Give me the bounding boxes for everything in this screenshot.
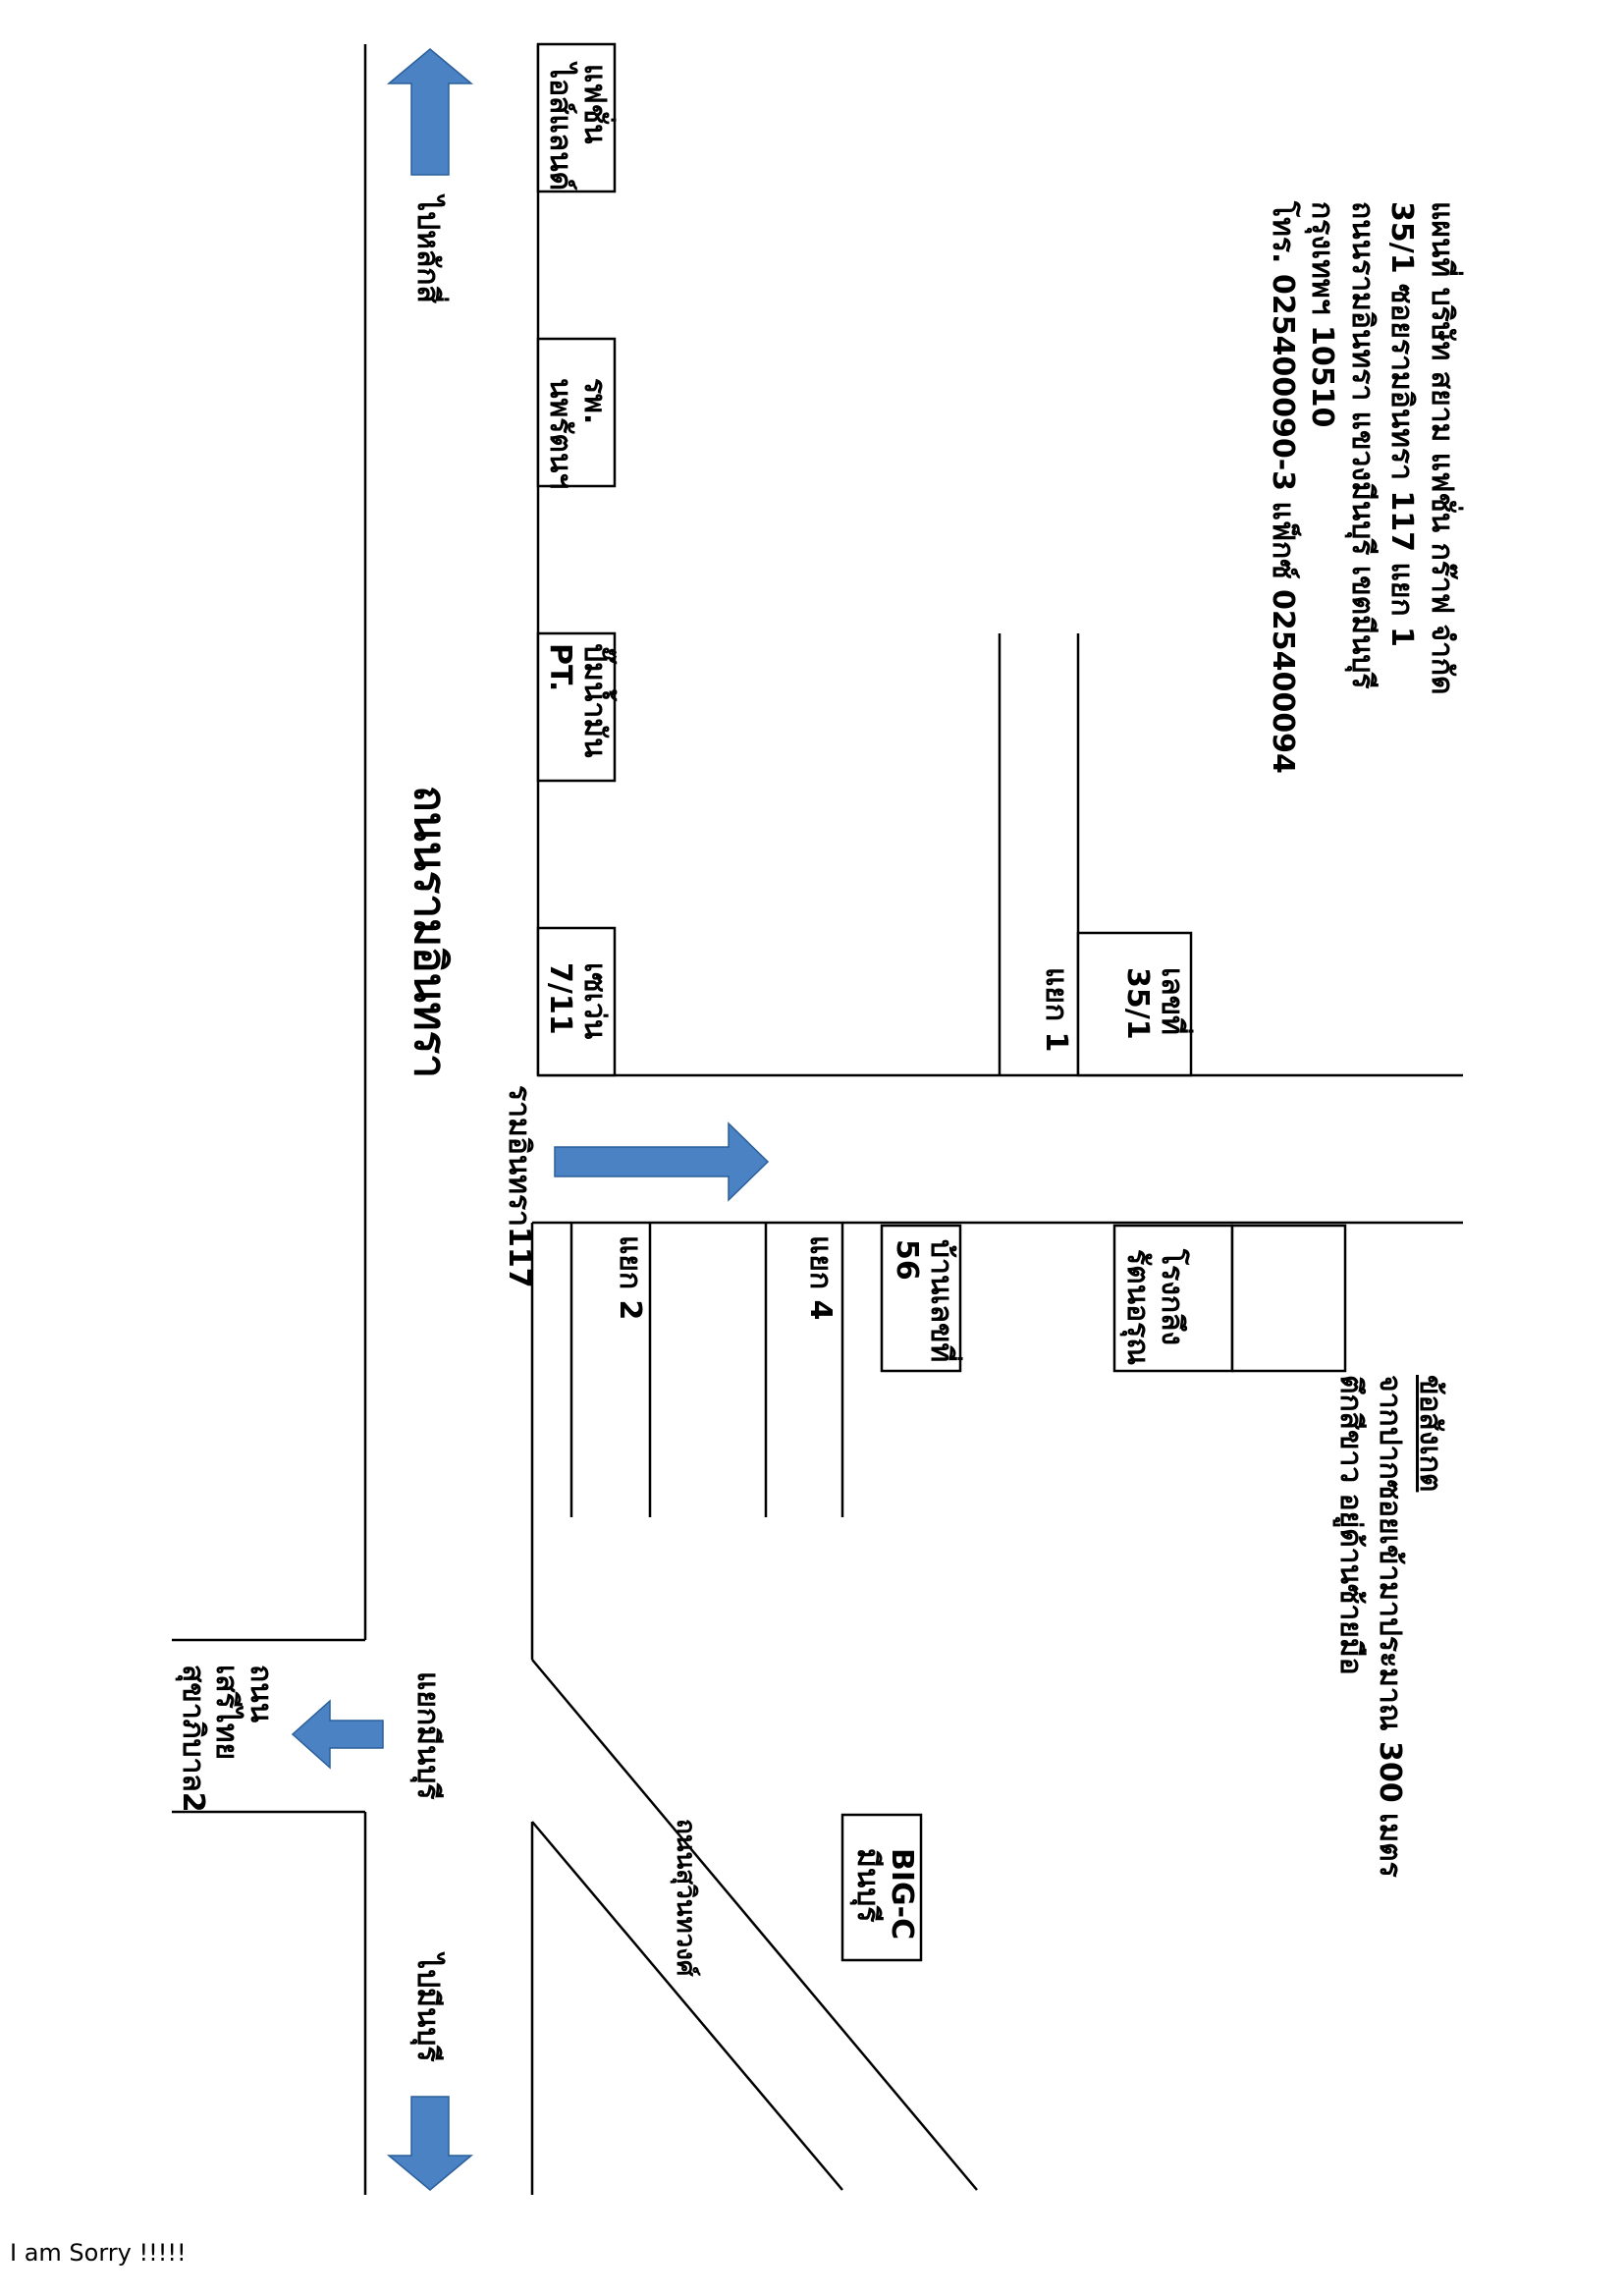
bigc-box <box>840 1813 923 1962</box>
note-block: ข้อสังเกต จากปากซอยเข้ามาประมาณ 300 เมตร… <box>1330 1375 1450 1878</box>
seri-thai-road-label: ถนนเสรีไทยสุขาภิบาล2 <box>176 1665 278 1813</box>
hospital-box <box>536 337 617 488</box>
junction-2-label: แยก 2 <box>613 1235 647 1321</box>
arrow-into-soi <box>554 1121 770 1202</box>
main-road-label: ถนนรามอินทรา <box>405 786 455 1078</box>
note-line-2: ตึกสีขาว อยู่ด้านซ้ายมือ <box>1333 1375 1368 1675</box>
company-name: แผนที่ บริษัท สยาม แฟชั่น กร๊าฟ จำกัด <box>1425 201 1459 695</box>
direction-to-minburi: ไปมีนบุรี <box>410 1954 445 2062</box>
factory-annex-box <box>1230 1224 1347 1373</box>
address-line: 35/1 ซอยรามอินทรา 117 แยก 1 <box>1384 201 1420 647</box>
suwinthawong-road-edge-2 <box>531 1821 843 2191</box>
arrow-to-seri-thai <box>291 1699 384 1770</box>
house-56-label: บ้านเลขที่56 <box>890 1239 959 1363</box>
gas-station-box <box>536 631 617 783</box>
note-title: ข้อสังเกต <box>1413 1375 1447 1493</box>
phone-fax: โทร. 025400090-3 แฟ็กซ์ 025400094 <box>1266 201 1300 774</box>
junction-1-label: แยก 1 <box>1039 967 1073 1053</box>
suwinthawong-road-edge-1 <box>531 1659 978 2191</box>
soi-117-label: รามอินทรา117 <box>502 1085 536 1288</box>
address-road: ถนนรามอินทรา แขวงมีนบุรี เขตมีนบุรี <box>1345 201 1380 689</box>
company-address-block: แผนที่ บริษัท สยาม แฟชั่น กร๊าฟ จำกัด 35… <box>1263 201 1462 774</box>
address-city: กรุงเทพฯ 10510 <box>1305 201 1340 428</box>
minburi-junction-label: แยกมีนบุรี <box>410 1671 445 1800</box>
house-56-box <box>880 1224 962 1373</box>
arrow-to-minburi <box>386 2096 474 2191</box>
suwinthawong-road-label: ถนนสุวินทวงศ์ <box>671 1819 700 1977</box>
note-line-1: จากปากซอยเข้ามาประมาณ 300 เมตร <box>1373 1375 1408 1878</box>
hospital-label: รพ.นพรัตนฯ <box>543 378 613 490</box>
fashion-island-label: แฟชั่นไอส์แลนด์ <box>543 64 613 191</box>
arrow-to-laksi <box>386 48 474 176</box>
direction-to-laksi: ไปหลักสี่ <box>410 196 445 303</box>
seven-eleven-box <box>536 926 617 1077</box>
factory-label: โรงกลึงรัตนอรุณ <box>1120 1249 1190 1366</box>
house-351-box <box>1076 931 1193 1077</box>
junction-4-label: แยก 4 <box>803 1235 838 1321</box>
footer-text: I am Sorry !!!!! <box>10 2239 187 2267</box>
house-351-label: เลขที่35/1 <box>1120 967 1190 1040</box>
factory-box <box>1112 1224 1234 1373</box>
fashion-island-box <box>536 42 617 193</box>
